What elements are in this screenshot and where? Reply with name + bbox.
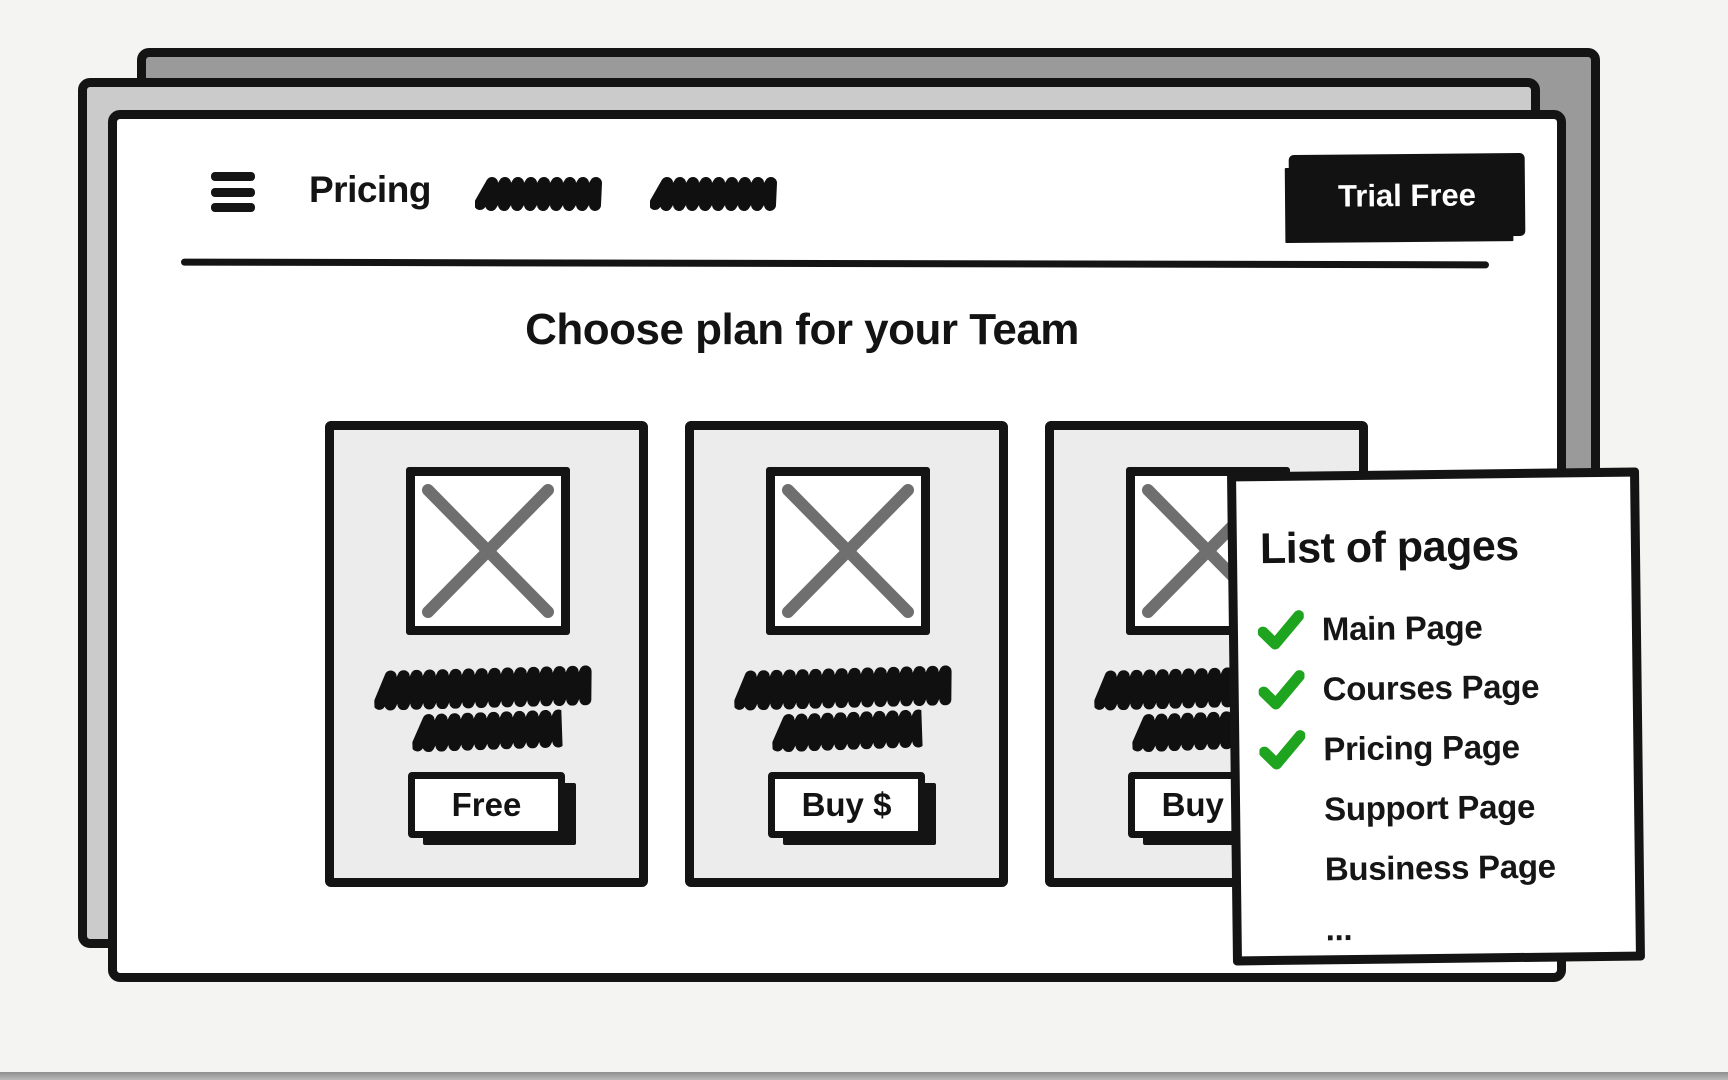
check-icon — [1260, 789, 1324, 830]
x-placeholder-icon — [422, 484, 554, 618]
list-of-pages-panel: List of pages Main Page Courses Page Pri… — [1227, 467, 1645, 966]
page-list-item[interactable]: Courses Page — [1258, 656, 1615, 720]
free-button[interactable]: Free — [408, 772, 565, 838]
hamburger-menu-icon[interactable] — [211, 172, 255, 212]
bottom-edge — [0, 1072, 1728, 1080]
check-icon — [1258, 669, 1322, 710]
page-list-item-label: Pricing Page — [1323, 727, 1520, 768]
page-list-item-label: Business Page — [1324, 847, 1556, 888]
page-list-item[interactable]: Pricing Page — [1259, 716, 1616, 780]
page-list-item-label: ... — [1325, 910, 1353, 948]
page-list-item[interactable]: Business Page — [1260, 836, 1617, 900]
page-list-item[interactable]: Support Page — [1260, 776, 1617, 840]
buy-button[interactable]: Buy $ — [768, 772, 925, 838]
text-placeholder-scribble — [411, 709, 563, 753]
image-placeholder — [766, 467, 930, 635]
page-title: Choose plan for your Team — [525, 305, 1079, 354]
text-placeholder-scribble — [771, 709, 923, 753]
trial-free-button[interactable]: Trial Free — [1288, 152, 1526, 239]
nav-divider — [180, 258, 1490, 269]
page-list-item-label: Main Page — [1321, 608, 1483, 648]
text-placeholder-scribble — [373, 665, 592, 711]
panel-title: List of pages — [1259, 521, 1519, 574]
paid-plan-card-1: Buy $ — [685, 421, 1008, 887]
pages-list: Main Page Courses Page Pricing Page Supp… — [1257, 596, 1618, 960]
free-plan-card: Free — [325, 421, 648, 887]
check-icon — [1257, 609, 1322, 650]
text-placeholder-scribble — [733, 665, 952, 711]
check-icon — [1261, 849, 1325, 890]
nav-item-pricing[interactable]: Pricing — [309, 169, 431, 210]
page-list-item-label: Courses Page — [1322, 667, 1540, 708]
nav-placeholder-scribble-2[interactable] — [650, 177, 782, 211]
check-icon — [1261, 909, 1325, 950]
nav-placeholder-scribble-1[interactable] — [475, 177, 609, 211]
page-list-item[interactable]: ... — [1261, 896, 1618, 960]
image-placeholder — [406, 467, 570, 635]
check-icon — [1259, 729, 1323, 770]
x-placeholder-icon — [782, 484, 914, 618]
page-list-item[interactable]: Main Page — [1257, 596, 1615, 660]
page-list-item-label: Support Page — [1323, 787, 1536, 828]
